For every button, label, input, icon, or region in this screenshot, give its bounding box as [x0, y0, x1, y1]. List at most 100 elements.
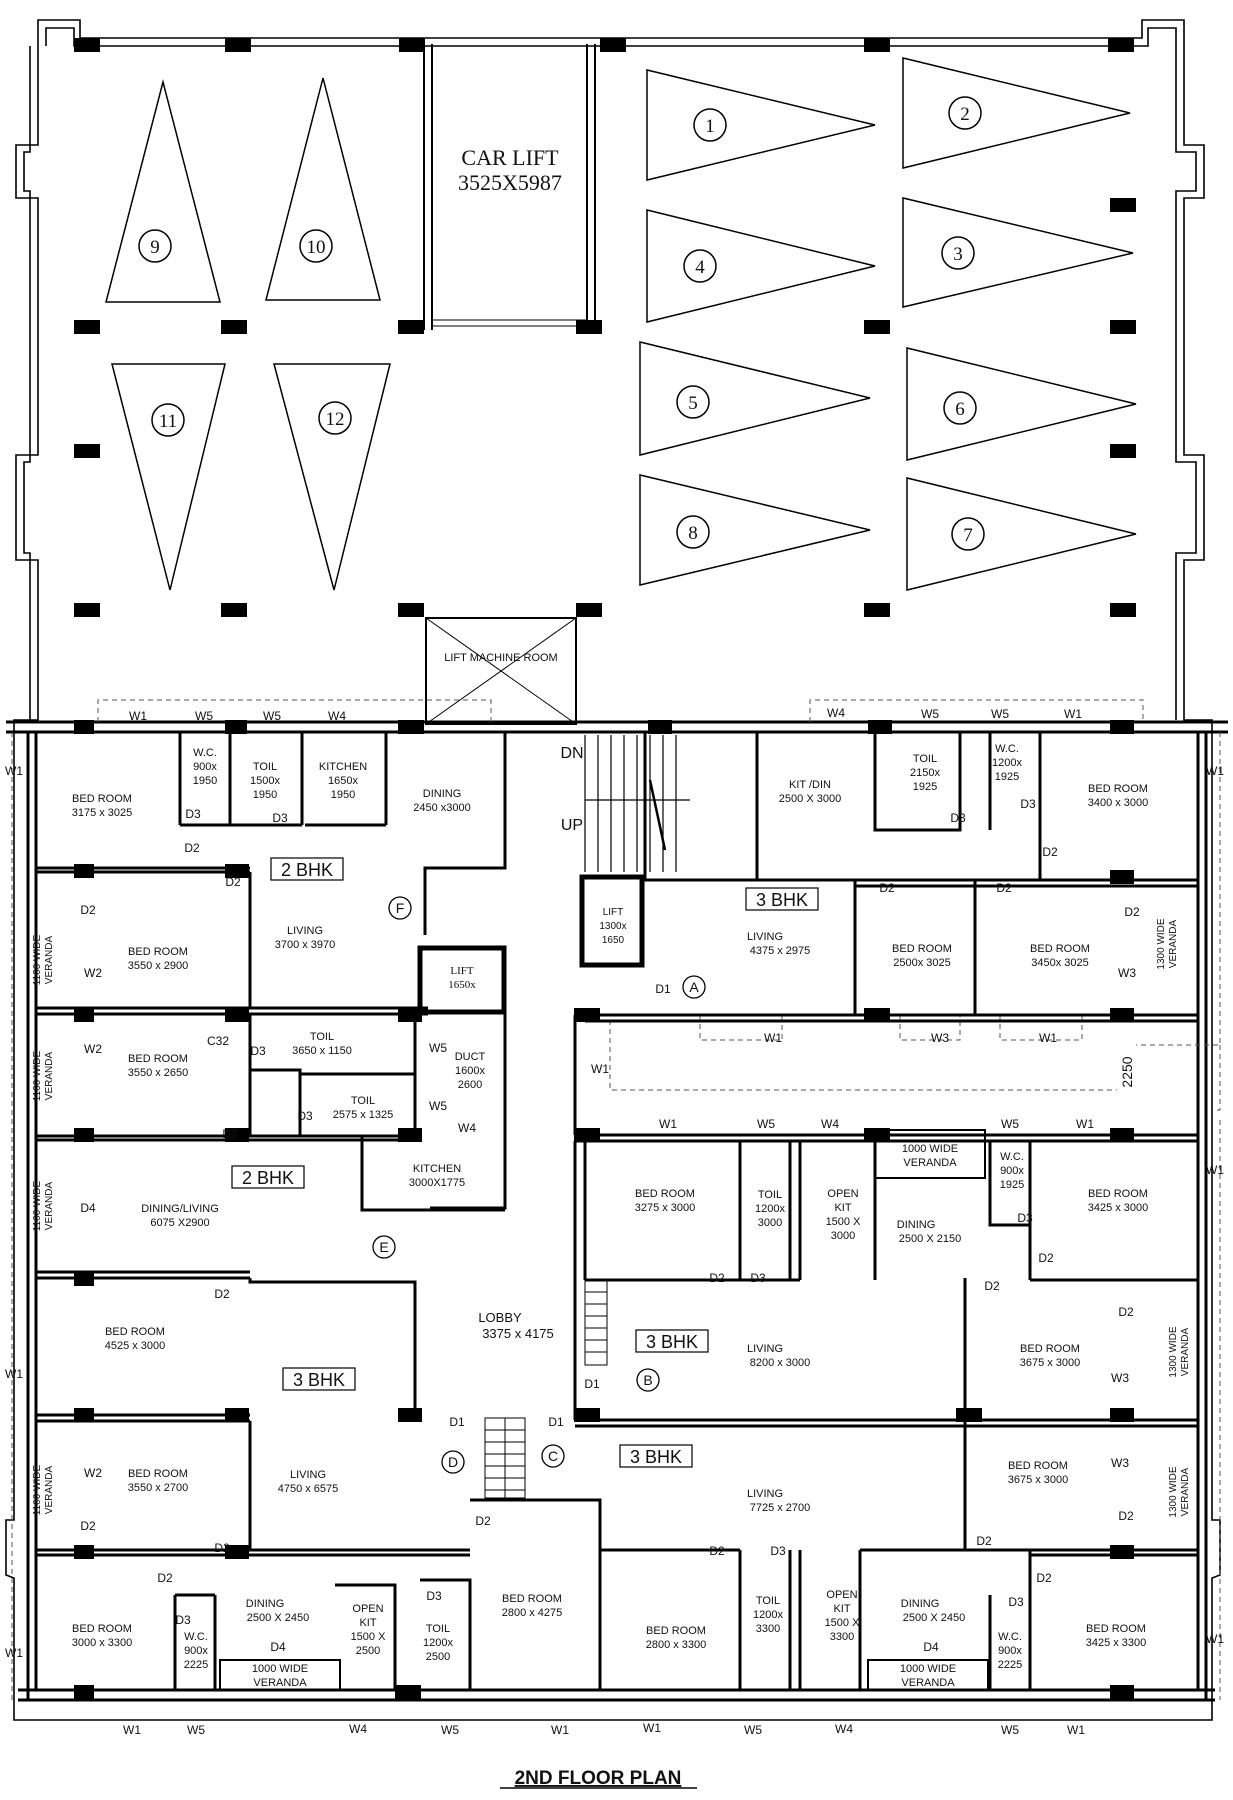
unit-b-type: 3 BHK	[646, 1332, 698, 1352]
room-f-bed2-size: 3550 x 2900	[128, 960, 189, 972]
unit-letter-f: F	[396, 900, 405, 916]
room-c-living-size: 7725 x 2700	[750, 1502, 811, 1514]
room-d-bed2-size: 3550 x 2700	[128, 1482, 189, 1494]
stair-up-label: UP	[561, 817, 583, 834]
mark-w1: W1	[551, 1723, 569, 1737]
mark-d3: D3	[272, 811, 288, 825]
room-d-wc-size1: 900x	[184, 1645, 208, 1657]
slot-label-6: 6	[955, 399, 965, 420]
mark-d2: D2	[879, 881, 895, 895]
lobby-size: 3375 x 4175	[482, 1326, 554, 1341]
lobby-stair-centre	[484, 1417, 526, 1499]
room-e-bed-name: BED ROOM	[128, 1053, 188, 1065]
mark-w5: W5	[757, 1117, 775, 1131]
room-c-bed4-name: BED ROOM	[1008, 1460, 1068, 1472]
room-c-wc-size1: 900x	[998, 1645, 1022, 1657]
slot-label-2: 2	[960, 104, 970, 125]
dashed-projections	[11, 699, 1221, 1700]
mark-w1: W1	[643, 1721, 661, 1735]
lift-left-line1: LIFT	[450, 965, 474, 977]
room-c-veranda-line2: VERANDA	[901, 1677, 955, 1689]
veranda-right-1-line2: VERANDA	[1168, 920, 1179, 969]
floor-outer-walls	[6, 720, 1228, 1702]
parking-slot-3	[902, 197, 1134, 308]
slot-label-8: 8	[688, 523, 698, 544]
parking-slot-12	[273, 363, 391, 591]
mark-w1: W1	[1076, 1117, 1094, 1131]
room-b-dining-name: DINING	[897, 1219, 936, 1231]
lift-small-line2: 1300x	[599, 921, 626, 932]
mark-w5: W5	[744, 1723, 762, 1737]
mark-d2: D2	[214, 1541, 230, 1555]
mark-w1: W1	[1039, 1031, 1057, 1045]
mark-w3: W3	[1111, 1456, 1129, 1470]
mark-w4: W4	[835, 1722, 853, 1736]
room-a-wc-name: W.C.	[995, 743, 1019, 755]
mark-w1: W1	[1206, 1163, 1224, 1177]
slot-label-12: 12	[326, 409, 345, 430]
veranda-left-2-line1: 1100 WIDE	[32, 1050, 43, 1101]
room-c-bed1-size: 2800 x 4275	[502, 1607, 563, 1619]
mark-w1: W1	[129, 709, 147, 723]
room-b-kit-line2: KIT	[834, 1202, 851, 1214]
mark-w5: W5	[441, 1723, 459, 1737]
mark-c32: C32	[207, 1034, 229, 1048]
unit-letter-b: B	[643, 1372, 652, 1388]
duct-line3: 2600	[458, 1079, 482, 1091]
mark-d2: D2	[1118, 1509, 1134, 1523]
room-a-toil-name: TOIL	[913, 753, 937, 765]
mark-w2: W2	[84, 966, 102, 980]
room-c-kit-line3: 1500 X	[825, 1617, 861, 1629]
room-b-kit-line3: 1500 X	[826, 1216, 862, 1228]
room-c-wc-name: W.C.	[998, 1631, 1022, 1643]
mark-d2: D2	[80, 903, 96, 917]
room-d-kit-line4: 2500	[356, 1645, 380, 1657]
room-c-bed3-name: BED ROOM	[1086, 1623, 1146, 1635]
mark-d3: D3	[950, 811, 966, 825]
room-d-bed3-size: 3000 x 3300	[72, 1637, 133, 1649]
room-b-veranda-line1: 1000 WIDE	[902, 1143, 958, 1155]
room-c-dining-size: 2500 X 2450	[903, 1612, 965, 1624]
room-f-dining-size: 2450 x3000	[413, 802, 471, 814]
room-e-kitchen-name: KITCHEN	[413, 1163, 461, 1175]
mark-d3: D3	[750, 1271, 766, 1285]
room-d-toil-size2: 2500	[426, 1651, 450, 1663]
room-f-wc-name: W.C.	[193, 747, 217, 759]
mark-d3: D3	[1017, 1211, 1033, 1225]
veranda-right-2-line1: 1300 WIDE	[1168, 1326, 1179, 1377]
mark-d3: D3	[185, 807, 201, 821]
room-f-toil-name: TOIL	[253, 761, 277, 773]
mark-d3: D3	[770, 1544, 786, 1558]
room-a-living-size: 4375 x 2975	[750, 945, 811, 957]
room-a-wc-size1: 1200x	[992, 757, 1022, 769]
room-d-dining-name: DINING	[246, 1598, 285, 1610]
veranda-left-3-line1: 1100 WIDE	[32, 1180, 43, 1231]
dimension-2250: 2250	[1119, 1056, 1135, 1087]
slot-label-5: 5	[688, 393, 698, 414]
mark-w3: W3	[1111, 1371, 1129, 1385]
room-b-bed3-name: BED ROOM	[1020, 1343, 1080, 1355]
mark-w1: W1	[591, 1062, 609, 1076]
mark-d3: D3	[250, 1044, 266, 1058]
veranda-left-3-line2: VERANDA	[44, 1182, 55, 1231]
mark-d2: D2	[184, 841, 200, 855]
lobby-name: LOBBY	[478, 1310, 522, 1325]
room-c-living-name: LIVING	[747, 1488, 783, 1500]
mark-w3: W3	[1118, 966, 1136, 980]
parking-columns	[74, 38, 1136, 617]
room-c-veranda-line1: 1000 WIDE	[900, 1663, 956, 1675]
lift-small-line3: 1650	[602, 935, 625, 946]
room-b-bed1-name: BED ROOM	[635, 1188, 695, 1200]
mark-w5: W5	[1001, 1723, 1019, 1737]
slot-label-1: 1	[705, 116, 715, 137]
car-lift-title: CAR LIFT	[461, 145, 559, 170]
mark-w4: W4	[821, 1117, 839, 1131]
unit-a-type: 3 BHK	[756, 890, 808, 910]
room-a-kit-name: KIT /DIN	[789, 779, 831, 791]
veranda-left-1-line1: 1100 WIDE	[32, 934, 43, 985]
parking-slot-9	[105, 79, 221, 303]
mark-w5: W5	[429, 1099, 447, 1113]
room-d-bed1-name: BED ROOM	[105, 1326, 165, 1338]
slot-label-3: 3	[953, 244, 963, 265]
room-b-toil-size1: 1200x	[755, 1203, 785, 1215]
